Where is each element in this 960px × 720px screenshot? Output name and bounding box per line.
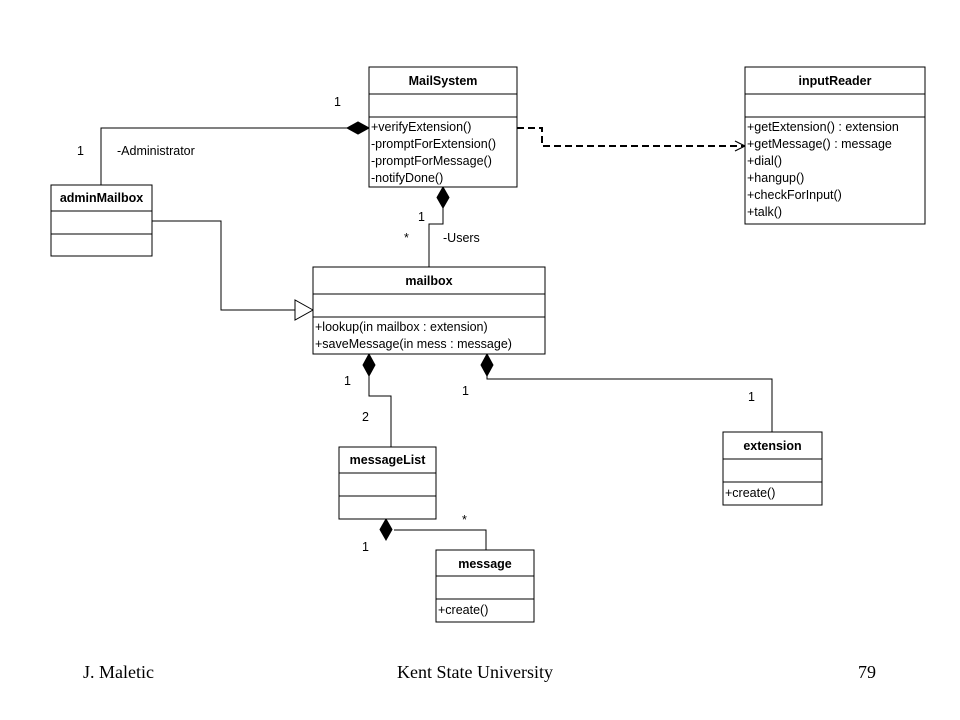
class-extension: extension +create() [722,431,823,506]
multiplicity-label: 1 [748,390,755,404]
class-inputreader: inputReader +getExtension() : extension … [744,66,926,225]
operation: +talk() [747,205,782,219]
multiplicity-label: 2 [362,410,369,424]
multiplicity-label: 1 [334,95,341,109]
users-association-line [428,208,444,267]
class-message: message +create() [435,549,535,623]
operation: +hangup() [747,171,804,185]
operation: +checkForInput() [747,188,842,202]
multiplicity-label: 1 [418,210,425,224]
multiplicity-label: 1 [77,144,84,158]
footer-author: J. Maletic [83,662,154,682]
class-name: MailSystem [409,74,478,88]
message-association-line [394,529,487,550]
extension-composition-diamond [480,352,494,378]
operation: -promptForMessage() [371,154,492,168]
class-name: mailbox [405,274,452,288]
admin-composition-diamond [345,121,371,135]
multiplicity-label: 1 [362,540,369,554]
operation: -promptForExtension() [371,137,496,151]
class-messagelist: messageList [338,446,437,520]
role-label: -Users [443,231,480,245]
messagelist-association-line [368,376,392,447]
multiplicity-label: * [462,513,467,527]
class-mailbox: mailbox +lookup(in mailbox : extension) … [312,266,546,355]
dependency-line [517,127,745,146]
role-label: -Administrator [117,144,195,158]
messagelist-composition-diamond [362,352,376,378]
generalization-line [152,220,295,311]
operation: +create() [725,486,775,500]
operation: +lookup(in mailbox : extension) [315,320,488,334]
multiplicity-label: 1 [462,384,469,398]
admin-association-line [100,127,347,185]
extension-association-line [486,376,773,432]
users-composition-diamond [436,185,450,210]
operation: +dial() [747,154,782,168]
multiplicity-label: 1 [344,374,351,388]
class-name: extension [743,439,801,453]
operation: -notifyDone() [371,171,443,185]
operation: +verifyExtension() [371,120,471,134]
message-composition-diamond [379,517,393,542]
class-name: message [458,557,512,571]
class-name: adminMailbox [60,191,143,205]
class-mailsystem: MailSystem +verifyExtension() -promptFor… [368,66,518,188]
generalization-triangle [294,299,315,321]
class-name: inputReader [799,74,872,88]
operation: +saveMessage(in mess : message) [315,337,512,351]
class-name: messageList [350,453,427,467]
class-adminmailbox: adminMailbox [50,184,153,257]
footer-page-number: 79 [858,662,876,682]
footer-institution: Kent State University [397,662,553,682]
operation: +create() [438,603,488,617]
operation: +getExtension() : extension [747,120,899,134]
multiplicity-label: * [404,231,409,245]
operation: +getMessage() : message [747,137,892,151]
